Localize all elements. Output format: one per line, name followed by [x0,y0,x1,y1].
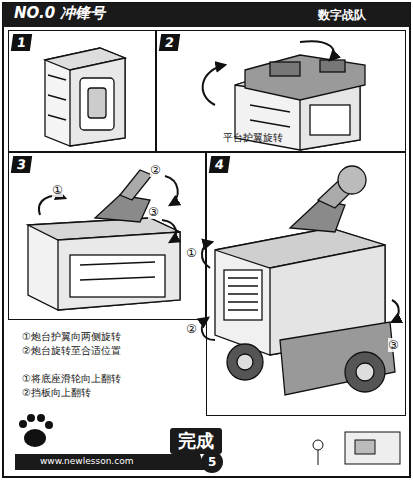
page-number: 5 [208,455,216,469]
callout-number: ① [52,183,63,197]
step-note: ①将底座滑轮向上翻转 [22,372,121,386]
step-panel: 2 平台护翼旋转 [156,30,406,152]
step-number: 3 [11,156,32,173]
step-note: ①炮台护翼向两侧旋转 [22,330,121,344]
callout-number: ② [186,322,197,336]
website: www.newlesson.com [40,456,133,466]
step-number: 2 [159,34,180,51]
step-panel: 4 [206,152,406,416]
callout-number: ① [186,246,197,260]
complete-badge: 完成 [170,428,222,454]
step-number: 1 [11,34,32,51]
step-note: ②炮台旋转至合适位置 [22,344,121,358]
step-panel: 3 [8,152,206,320]
complete-text: 完成 [178,430,214,452]
step-number: 4 [209,156,230,173]
callout-number: ③ [148,205,159,219]
page-title: NO.0 冲锋号 [14,4,105,23]
step-panel: 1 [8,30,156,152]
callout-number: ② [150,163,161,177]
callout-number: ③ [388,338,399,352]
step-note: 平台护翼旋转 [223,131,283,145]
brand-logo: 数字战队 [318,7,366,24]
step-note: ②挡板向上翻转 [22,386,91,400]
